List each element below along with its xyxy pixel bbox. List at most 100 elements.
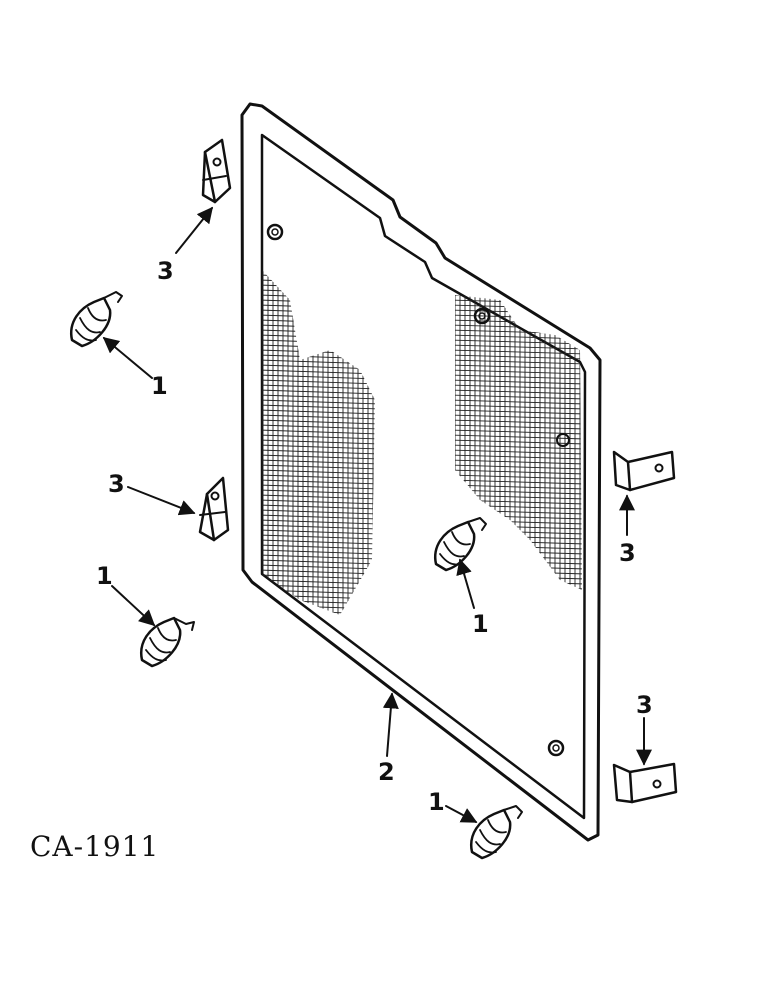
- mesh-wire: [455, 569, 582, 575]
- mesh-wire: [262, 549, 375, 555]
- mounting-hole-top-right: [473, 307, 491, 325]
- mesh-wire: [262, 474, 375, 480]
- mesh-wire: [262, 324, 375, 330]
- mesh-wire: [262, 464, 375, 470]
- mesh-wire: [262, 279, 375, 285]
- mesh-wire: [455, 474, 582, 480]
- clip-bracket-top-left: [201, 138, 232, 204]
- mesh-wire: [455, 584, 582, 590]
- mesh-wire: [455, 349, 582, 355]
- mounting-hole-top-left: [266, 223, 284, 241]
- callout-3-mid-left: 3: [108, 470, 125, 498]
- mesh-wire: [262, 589, 375, 595]
- mounting-hole-bottom-right: [547, 739, 565, 757]
- mesh-wire: [262, 339, 375, 345]
- mesh-wire: [262, 289, 375, 295]
- panel-mesh-left: [258, 270, 380, 624]
- mesh-wire: [262, 494, 375, 500]
- mesh-wire: [262, 309, 375, 315]
- mesh-wire: [262, 479, 375, 485]
- mesh-wire: [262, 594, 375, 600]
- fastener-clip-center: [433, 517, 487, 572]
- mesh-wire: [455, 554, 582, 560]
- mesh-wire: [455, 479, 582, 485]
- mesh-wire: [258, 620, 380, 624]
- mesh-wire: [455, 439, 582, 445]
- fastener-clip-left-upper: [69, 291, 123, 348]
- mesh-wire: [455, 414, 582, 420]
- mesh-wire: [262, 519, 375, 525]
- mesh-wire: [262, 489, 375, 495]
- callout-1-upper-left: 1: [151, 372, 168, 400]
- mesh-wire: [262, 554, 375, 560]
- mesh-wire: [262, 319, 375, 325]
- leader-arrow-1c: [456, 558, 475, 609]
- mesh-wire: [455, 424, 582, 430]
- leader-arrow-1b: [111, 585, 156, 627]
- mesh-wire: [262, 304, 375, 310]
- mesh-wire: [262, 284, 375, 290]
- mesh-wire: [262, 399, 375, 405]
- mesh-wire: [262, 394, 375, 400]
- mesh-wire: [455, 494, 582, 500]
- mesh-wire: [262, 359, 375, 365]
- mesh-wire: [262, 274, 375, 280]
- mounting-hole-mid-right: [556, 433, 570, 447]
- clip-bracket-right-lower: [612, 762, 678, 804]
- mesh-wire: [455, 379, 582, 385]
- mesh-wire: [262, 429, 375, 435]
- fastener-clip-left-lower: [139, 616, 195, 668]
- mesh-wire: [455, 399, 582, 405]
- mesh-wire: [262, 459, 375, 465]
- mesh-wire: [262, 424, 375, 430]
- mesh-wire: [455, 499, 582, 505]
- mesh-wire: [455, 384, 582, 390]
- mesh-wire: [455, 509, 582, 515]
- mesh-wire: [262, 404, 375, 410]
- mesh-wire: [455, 364, 582, 370]
- mesh-wire: [262, 449, 375, 455]
- mesh-wire: [262, 364, 375, 370]
- mesh-wire: [455, 579, 582, 585]
- mesh-wire: [455, 434, 582, 440]
- mesh-wire: [262, 504, 375, 510]
- mesh-wire: [262, 409, 375, 415]
- mesh-wire: [262, 270, 375, 275]
- callout-1-bottom: 1: [428, 788, 445, 816]
- callout-2-panel: 2: [378, 758, 395, 786]
- callout-labels: 1 1 1 1 2 3 3 3 3: [96, 257, 653, 816]
- mesh-wire: [262, 604, 375, 610]
- mesh-wire: [455, 489, 582, 495]
- mesh-wire: [262, 544, 375, 550]
- mesh-wire: [262, 349, 375, 355]
- mesh-wire: [262, 539, 375, 545]
- mesh-wire: [262, 454, 375, 460]
- callout-3-top-left: 3: [157, 257, 174, 285]
- mesh-wire: [455, 344, 582, 350]
- mesh-wire: [262, 354, 375, 360]
- fastener-clip-bottom: [469, 805, 523, 860]
- mesh-wire: [262, 534, 375, 540]
- mesh-wire: [455, 354, 582, 360]
- mesh-wire: [262, 434, 375, 440]
- mesh-wire: [455, 504, 582, 510]
- mesh-wire: [455, 514, 582, 520]
- mesh-wire: [455, 529, 582, 535]
- mesh-wire: [262, 499, 375, 505]
- mesh-wire: [455, 564, 582, 570]
- leader-arrows: [102, 206, 652, 823]
- mesh-wire: [455, 339, 582, 345]
- mesh-wire: [262, 564, 375, 570]
- mesh-wire: [455, 464, 582, 470]
- leader-arrow-3b: [127, 486, 196, 516]
- leader-arrow-1a: [102, 336, 153, 379]
- mesh-wire: [262, 514, 375, 520]
- mesh-wire: [262, 524, 375, 530]
- mesh-wire: [455, 444, 582, 450]
- mesh-wire: [262, 609, 375, 615]
- mesh-wire: [262, 574, 375, 580]
- mesh-wire: [455, 459, 582, 465]
- callout-1-center: 1: [472, 610, 489, 638]
- mesh-wire: [455, 389, 582, 395]
